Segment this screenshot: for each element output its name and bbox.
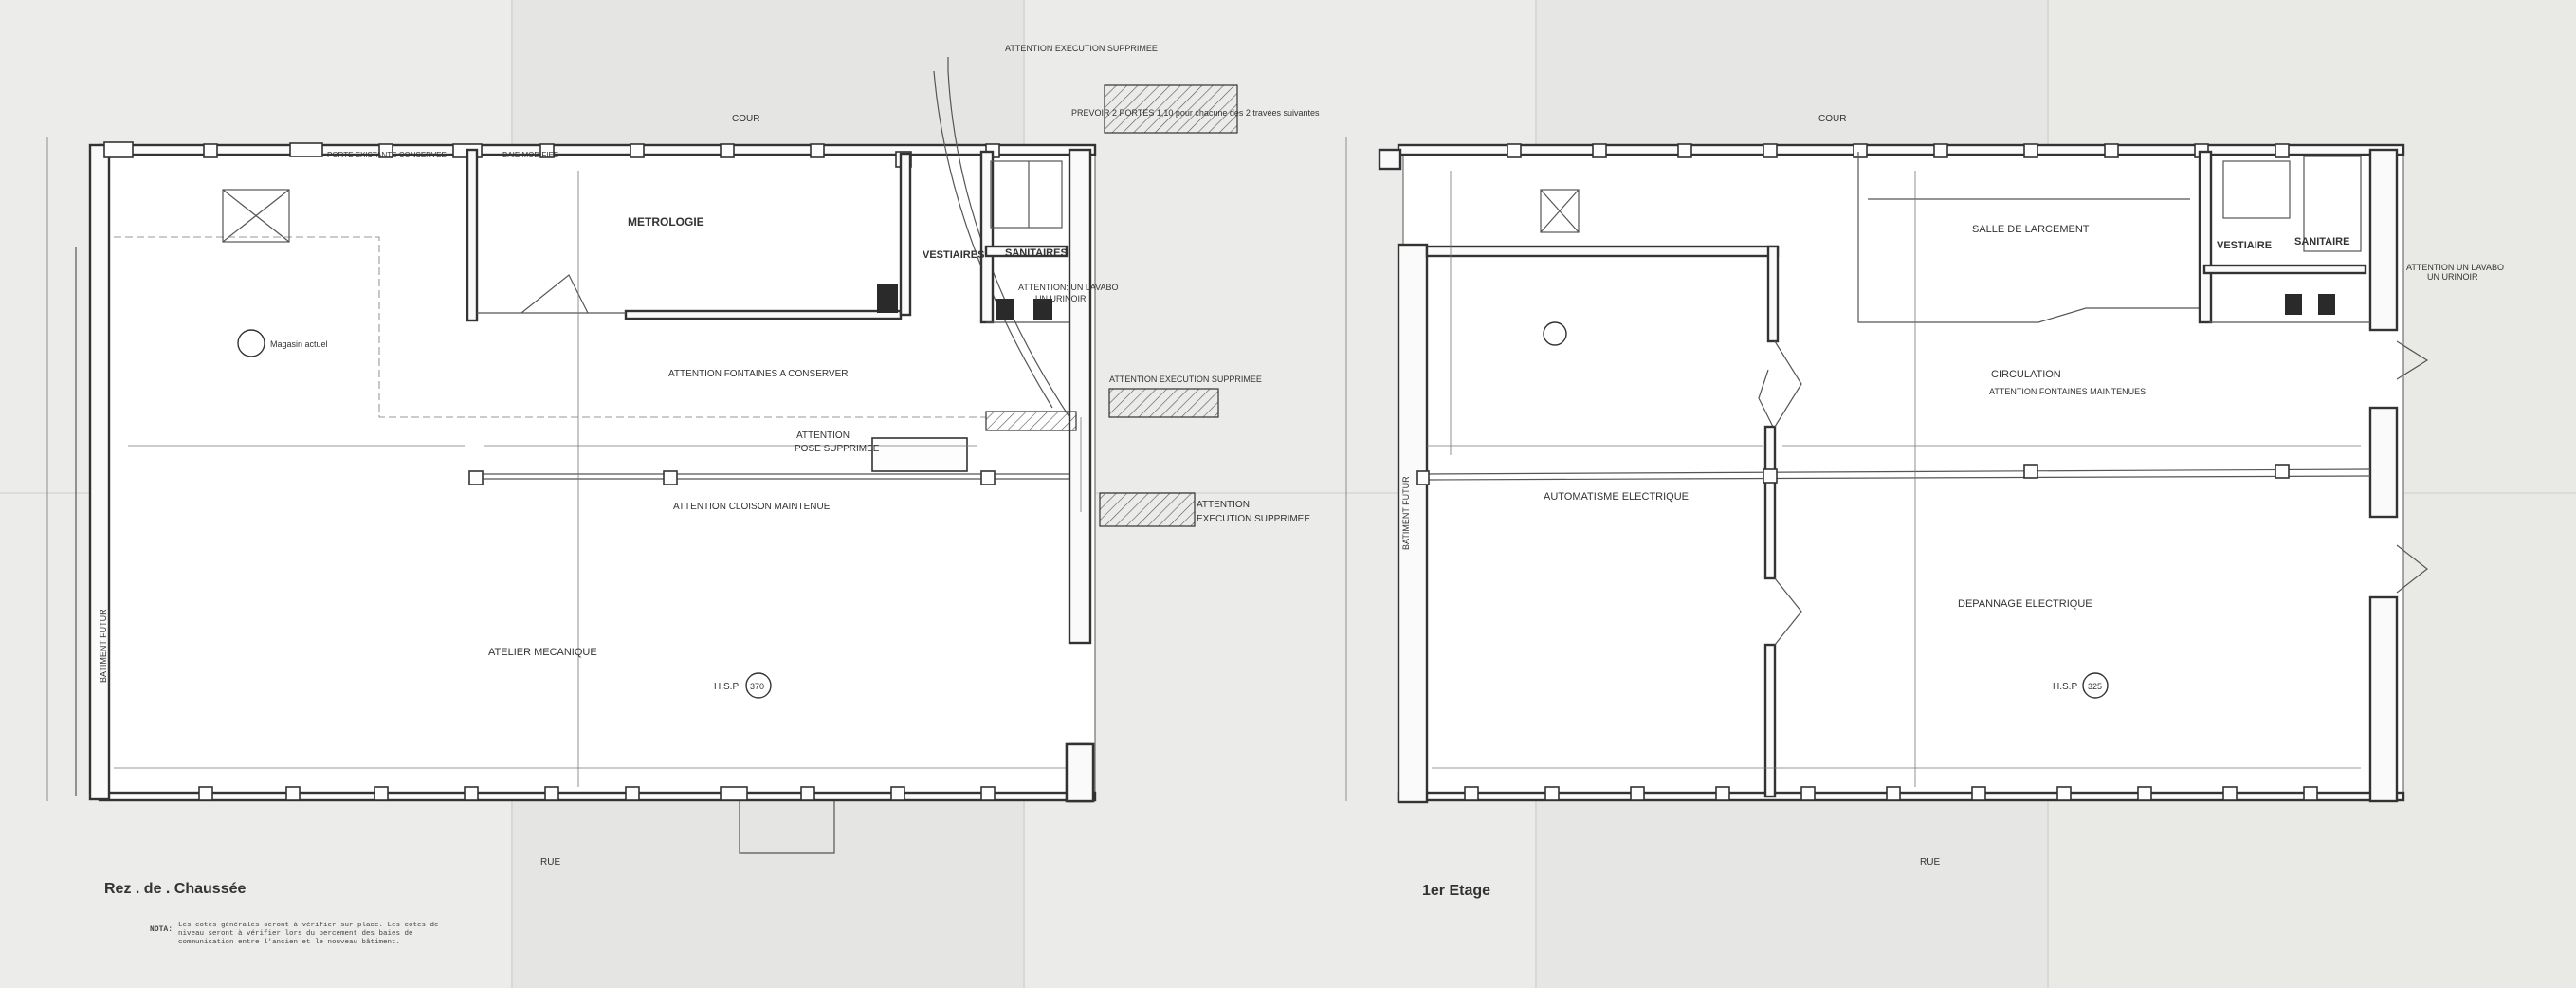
west-wall bbox=[88, 143, 111, 801]
urinoir-label-1: UN URINOIR bbox=[2427, 272, 2478, 282]
batiment-futur-left: BATIMENT FUTUR bbox=[99, 609, 108, 683]
rue-label: RUE bbox=[540, 857, 560, 868]
salle-larcement-label: SALLE DE LARCEMENT bbox=[1972, 224, 2090, 235]
cour-label-1: COUR bbox=[1818, 114, 1846, 124]
sanitaires-block bbox=[877, 150, 1069, 324]
attention-pose-label: ATTENTION bbox=[796, 430, 850, 441]
sanitaire-block-1 bbox=[2198, 150, 2370, 324]
vestiaire-label: VESTIAIRE bbox=[2217, 240, 2272, 251]
magasin-label: Magasin actuel bbox=[270, 339, 328, 349]
west-corner-1 bbox=[1378, 148, 1402, 171]
hsp-value-left: 370 bbox=[750, 682, 764, 691]
south-wall bbox=[98, 791, 1097, 802]
cour-label: COUR bbox=[732, 114, 759, 124]
fontaines-maintenues-label: ATTENTION FONTAINES MAINTENUES bbox=[1989, 387, 2146, 396]
metrologie-room bbox=[466, 148, 912, 322]
fontaines-label: ATTENTION FONTAINES A CONSERVER bbox=[668, 369, 848, 379]
east-wall-1 bbox=[2368, 148, 2399, 332]
execution-supprimee-3: EXECUTION SUPPRIMEE bbox=[1197, 514, 1310, 524]
nota-text: Les cotes générales seront à vérifier su… bbox=[178, 922, 439, 946]
batiment-futur-right: BATIMENT FUTUR bbox=[1401, 476, 1411, 550]
urinoir-label: UN URINOIR bbox=[1035, 294, 1087, 303]
execution-supprimee-2: ATTENTION EXECUTION SUPPRIMEE bbox=[1109, 375, 1262, 384]
rue-label-1: RUE bbox=[1920, 857, 1940, 868]
ground-floor-labels: COUR RUE PORTE EXISTANTE CONSERVEE BAIE … bbox=[99, 44, 1320, 946]
automatisme-label: AUTOMATISME ELECTRIQUE bbox=[1544, 491, 1689, 503]
north-posts-1 bbox=[1507, 143, 2290, 158]
nota-note: Les cotes générales seront à vérifier su… bbox=[178, 922, 439, 946]
west-wall-1 bbox=[1397, 243, 1429, 804]
baie-modifiee-label: BAIE MODIFIEE bbox=[502, 151, 558, 159]
east-wall bbox=[1068, 148, 1092, 645]
circulation-label: CIRCULATION bbox=[1991, 369, 2061, 380]
pose-supprimee-label: POSE SUPPRIMEE bbox=[795, 444, 880, 454]
prevoir-label: PREVOIR 2 PORTES 1,10 pour chacune des 2… bbox=[1071, 108, 1320, 118]
depannage-label: DEPANNAGE ELECTRIQUE bbox=[1958, 598, 2092, 610]
lavabo-label: ATTENTION: UN LAVABO bbox=[1018, 283, 1119, 292]
atelier-label: ATELIER MECANIQUE bbox=[488, 647, 597, 658]
sanitaire-label: SANITAIRE bbox=[2294, 236, 2349, 247]
hsp-label-right: H.S.P bbox=[2053, 682, 2077, 692]
north-wall-1 bbox=[1397, 143, 2405, 156]
vestiaires-label: VESTIAIRES bbox=[923, 249, 984, 261]
south-posts-1 bbox=[1464, 786, 2318, 801]
ground-floor-plan bbox=[46, 57, 1238, 854]
first-floor-labels: COUR RUE SALLE DE LARCEMENT VESTIAIRE SA… bbox=[1401, 114, 2504, 899]
hatched-zone-4 bbox=[1104, 84, 1238, 134]
first-floor-title: 1er Etage bbox=[1422, 883, 1490, 899]
execution-supprimee-1: ATTENTION EXECUTION SUPPRIMEE bbox=[1005, 44, 1158, 53]
metrologie-label: METROLOGIE bbox=[628, 215, 704, 229]
sanitaires-label: SANITAIRES bbox=[1005, 247, 1068, 259]
hsp-label-left: H.S.P bbox=[714, 682, 739, 692]
hsp-value-right: 325 bbox=[2088, 682, 2102, 691]
nota-label: NOTA: bbox=[150, 925, 173, 934]
attention-3-label: ATTENTION bbox=[1197, 500, 1250, 510]
hatched-zone-1 bbox=[985, 411, 1077, 431]
cloison-label: ATTENTION CLOISON MAINTENUE bbox=[673, 502, 831, 512]
porte-existante-label: PORTE EXISTANTE CONSERVEE bbox=[327, 151, 447, 159]
first-floor-plan bbox=[1345, 137, 2429, 804]
hatched-zone-3 bbox=[1099, 492, 1196, 527]
hatched-zone-2 bbox=[1108, 388, 1219, 418]
east-wall-1-low bbox=[2368, 595, 2399, 803]
first-floor-area bbox=[1402, 151, 2404, 797]
ground-floor-title: Rez . de . Chaussée bbox=[104, 881, 246, 897]
lavabo-label-1: ATTENTION UN LAVABO bbox=[2406, 263, 2504, 272]
east-wall-1-mid bbox=[2368, 406, 2399, 519]
